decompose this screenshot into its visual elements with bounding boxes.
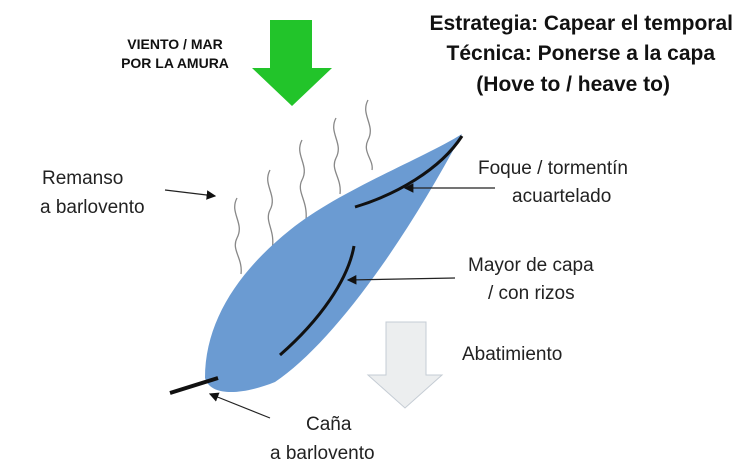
- remanso-label-1: Remanso: [42, 168, 124, 189]
- cana-pointer: [208, 392, 271, 419]
- drift-arrow-icon: [366, 321, 444, 409]
- cana-label-2: a barlovento: [270, 443, 375, 464]
- mayor-label-1: Mayor de capa: [468, 255, 594, 276]
- foque-label-1: Foque / tormentín: [478, 158, 628, 179]
- boat-hull: [205, 134, 462, 393]
- remanso-label-2: a barlovento: [40, 197, 145, 218]
- wind-label-2: POR LA AMURA: [121, 55, 229, 71]
- mayor-pointer: [346, 275, 456, 285]
- cana-label-1: Caña: [306, 414, 352, 435]
- title-line-3: (Hove to / heave to): [476, 73, 670, 96]
- jib-sail: [354, 135, 464, 209]
- foque-label-2: acuartelado: [512, 186, 612, 207]
- title-line-1: Estrategia: Capear el temporal: [429, 12, 733, 35]
- mayor-label-2: / con rizos: [488, 283, 575, 304]
- mainsail: [279, 245, 356, 357]
- abatimiento-label: Abatimiento: [462, 344, 563, 365]
- title-line-2: Técnica: Ponerse a la capa: [446, 42, 715, 65]
- remanso-pointer: [164, 189, 217, 200]
- wind-label-1: VIENTO / MAR: [127, 36, 223, 52]
- tiller: [169, 376, 219, 395]
- wind-arrow-icon: [252, 20, 332, 106]
- wave-lines: [234, 99, 373, 275]
